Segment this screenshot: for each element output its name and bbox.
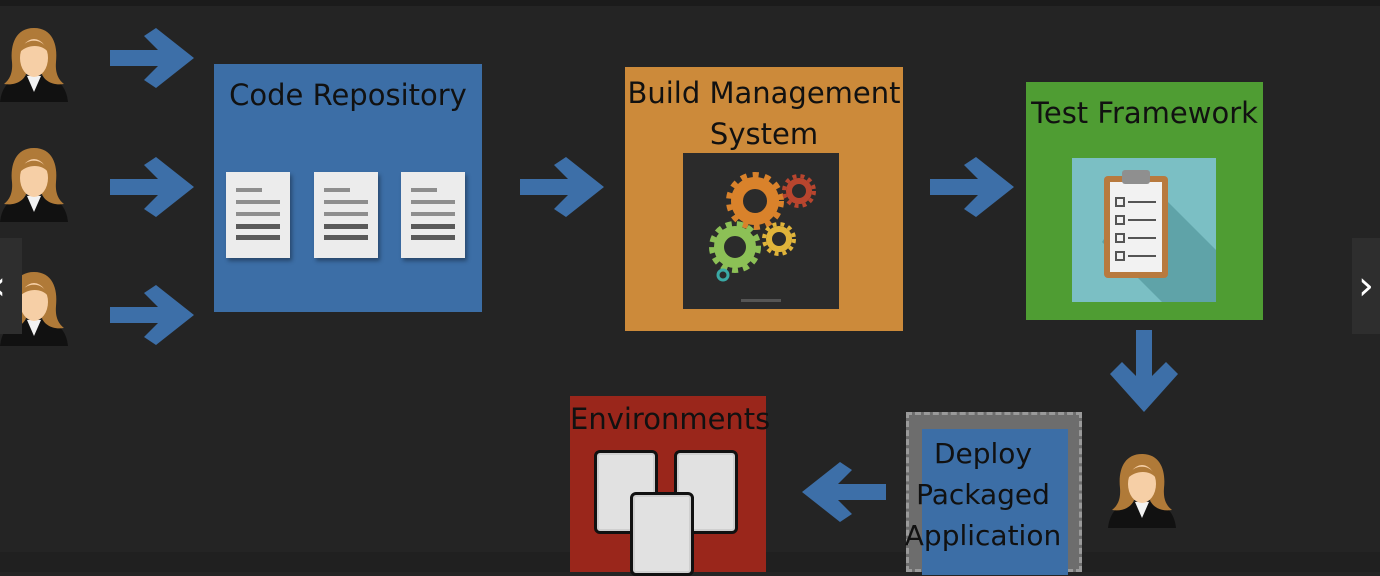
deploy-package-label: Deploy Packaged Application [895, 433, 1071, 556]
document-icon [401, 172, 465, 258]
arrow-right-icon [110, 285, 194, 345]
clipboard-checklist-icon [1072, 158, 1216, 302]
next-slide-button[interactable]: › [1352, 238, 1380, 334]
build-title-line: Build Management [627, 76, 901, 110]
arrow-left-icon [802, 462, 886, 522]
code-repository-box: Code Repository [214, 64, 482, 312]
test-framework-title: Test Framework [1031, 96, 1258, 130]
previous-slide-button[interactable]: ‹ [0, 238, 22, 334]
environments-box: Environments [570, 396, 771, 576]
arrow-right-icon [930, 157, 1014, 217]
operator-person-icon [1104, 448, 1180, 528]
build-management-title: Build Management System [625, 73, 903, 155]
deploy-label-line: Application [904, 519, 1062, 552]
document-icon [314, 172, 378, 258]
gears-icon [683, 153, 839, 309]
build-title-line: System [709, 117, 819, 151]
document-icon [226, 172, 290, 258]
build-management-box: Build Management System [625, 67, 903, 331]
developer-person-icon [0, 142, 72, 222]
developer-person-icon [0, 22, 72, 102]
arrow-right-icon [520, 157, 604, 217]
deploy-label-line: Deploy [933, 437, 1033, 470]
deploy-label-line: Packaged [916, 478, 1050, 511]
arrow-right-icon [110, 28, 194, 88]
arrow-right-icon [110, 157, 194, 217]
top-strip [0, 0, 1380, 6]
chevron-right-icon: › [1358, 263, 1374, 309]
test-framework-box: Test Framework [1026, 82, 1263, 320]
environments-title: Environments [570, 402, 771, 436]
code-repository-title: Code Repository [229, 78, 467, 112]
deploy-package-inner [922, 429, 1068, 575]
arrow-down-icon [1110, 330, 1178, 412]
chevron-left-icon: ‹ [0, 266, 6, 306]
server-card-icon [630, 492, 694, 576]
deploy-package-box: Deploy Packaged Application [905, 412, 1082, 575]
